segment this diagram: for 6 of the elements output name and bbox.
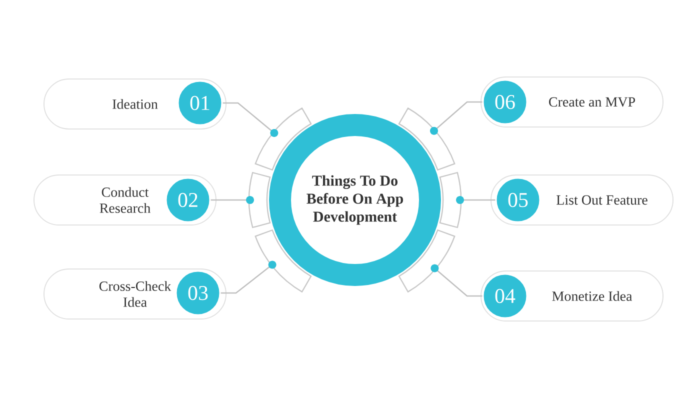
connector-line	[430, 101, 482, 135]
connector-line	[222, 102, 278, 137]
connector-line	[210, 196, 254, 204]
connector-line	[220, 260, 276, 294]
connector-line	[430, 264, 482, 297]
connector-line	[456, 196, 496, 204]
